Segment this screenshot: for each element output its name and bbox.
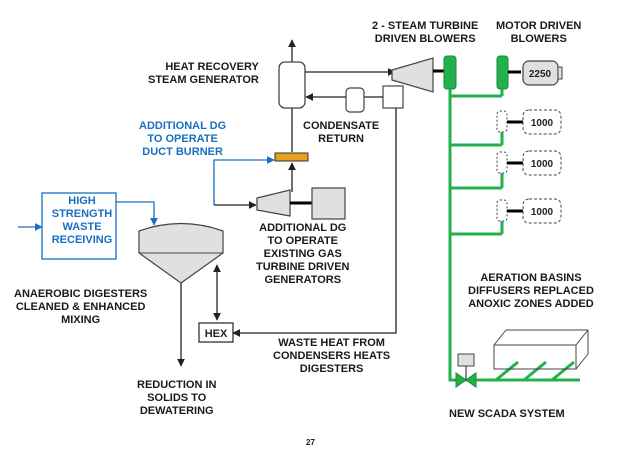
waste-to-digester-line [116,201,158,226]
standby-blower-1 [496,109,562,135]
hrsg-label: HEAT RECOVERY STEAM GENERATOR [148,61,259,86]
high-strength-waste-box [41,192,117,260]
steam-turbine-blowers-label: 2 - STEAM TURBINE DRIVEN BLOWERS [372,20,479,45]
control-valve [455,372,477,388]
valve-actuator [457,353,475,367]
dg-duct-burner-line [213,156,275,205]
scada-label: NEW SCADA SYSTEM [449,408,565,420]
standby-blower-2 [496,150,562,176]
condensate-tank [345,87,365,113]
air-header-piping [448,89,580,382]
duct-burner [274,152,309,162]
generator [311,187,346,220]
solids-reduction-label: REDUCTION IN SOLIDS TO DEWATERING [137,379,217,417]
steam-blower [443,55,457,90]
motor-1000-label-c: 1000 [531,207,554,218]
motor-2250-label: 2250 [529,69,552,80]
motor-blower-main [496,55,509,90]
anaerobic-digesters-label: ANAEROBIC DIGESTERS CLEANED & ENHANCED M… [14,288,148,326]
duct-burner-dg-label: ADDITIONAL DG TO OPERATE DUCT BURNER [139,120,227,158]
motor-1000-label-b: 1000 [531,159,554,170]
gas-turbine [256,189,291,217]
hrsg-vessel [278,61,306,109]
hex-label: HEX [205,328,228,340]
steam-turbine [391,57,434,93]
condenser [382,85,404,109]
motor-2250-end [557,66,563,80]
aeration-basins-label: AERATION BASINS DIFFUSERS REPLACED ANOXI… [468,272,594,310]
aeration-basin [493,329,589,370]
high-strength-waste-label: HIGH STRENGTH WASTE RECEIVING [51,195,113,246]
condensate-return-label: CONDENSATE RETURN [303,120,380,145]
gas-turbine-dg-label: ADDITIONAL DG TO OPERATE EXISTING GAS TU… [256,222,350,286]
waste-heat-label: WASTE HEAT FROM CONDENSERS HEATS DIGESTE… [273,337,391,375]
standby-blower-3 [496,198,562,224]
waste-heat-line [232,108,397,337]
motor-blowers-label: MOTOR DRIVEN BLOWERS [496,20,582,45]
motor-1000-label-a: 1000 [531,118,554,129]
page-number: 27 [306,438,315,447]
